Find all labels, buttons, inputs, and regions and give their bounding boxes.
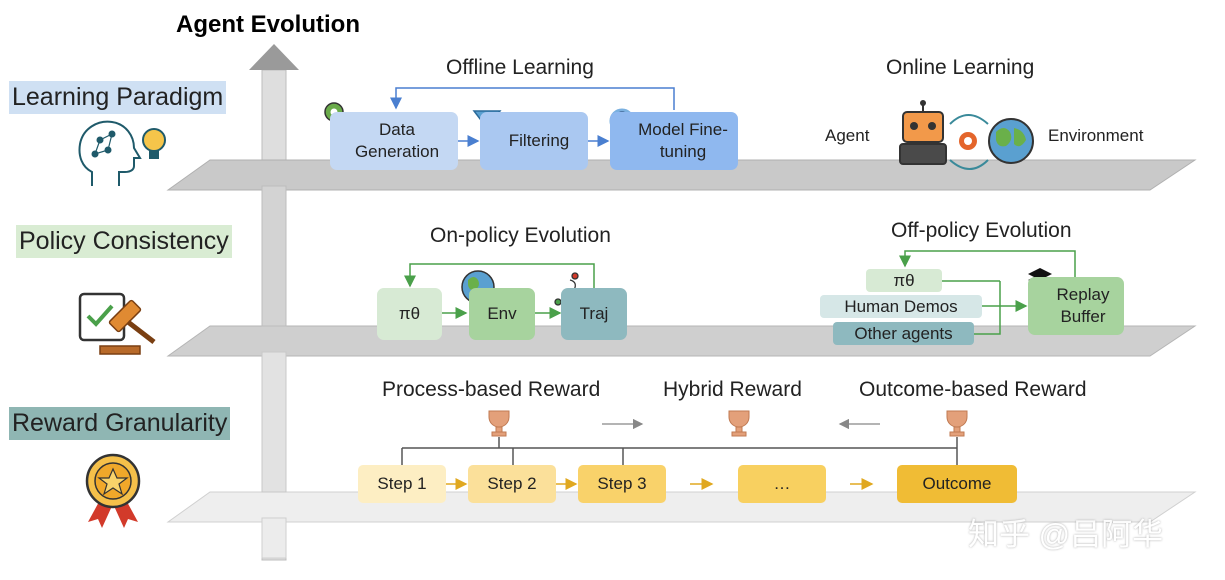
outcome-reward-title: Outcome-based Reward	[859, 378, 1087, 401]
brain-head-icon	[78, 120, 142, 186]
trophy-icon	[728, 410, 750, 437]
traj-node: Traj	[561, 288, 627, 340]
replay-buffer-box: Replay Buffer	[1028, 277, 1124, 335]
filtering-box: Filtering	[480, 112, 588, 170]
level-label-reward: Reward Granularity	[9, 407, 231, 440]
level-label-policy: Policy Consistency	[16, 225, 232, 258]
checklist-gavel-icon	[78, 292, 156, 355]
environment-label: Environment	[1048, 126, 1144, 145]
medal-icon	[85, 453, 141, 528]
env-node: Env	[469, 288, 535, 340]
fine-tuning-box: Model Fine-tuning	[610, 112, 738, 170]
gear-icon	[959, 132, 977, 150]
offline-loop-arrow	[390, 87, 675, 110]
agent-label: Agent	[825, 126, 870, 145]
lightbulb-icon	[142, 128, 166, 159]
trophy-icon	[946, 410, 968, 437]
step-box: Step 2	[468, 465, 556, 503]
on-policy-title: On-policy Evolution	[430, 224, 611, 247]
hybrid-reward-title: Hybrid Reward	[663, 378, 802, 401]
online-title: Online Learning	[886, 56, 1035, 79]
watermark: 知乎 @吕阿华	[968, 517, 1164, 552]
trophy-icon	[488, 410, 510, 437]
level-label-learning: Learning Paradigm	[9, 81, 227, 114]
robot-icon	[899, 100, 947, 165]
outcome-box: Outcome	[897, 465, 1017, 503]
offline-title: Offline Learning	[446, 56, 594, 79]
step-box: …	[738, 465, 826, 503]
step-box: Step 3	[578, 465, 666, 503]
cycle-arrow-icon	[949, 114, 989, 125]
process-reward-title: Process-based Reward	[382, 378, 601, 401]
other-agents-source: Other agents	[833, 322, 974, 345]
data-generation-box: Data Generation	[330, 112, 458, 170]
globe-icon	[988, 118, 1034, 164]
step-box: Step 1	[358, 465, 446, 503]
policy-source: πθ	[866, 269, 942, 292]
human-demos-source: Human Demos	[820, 295, 982, 318]
policy-node: πθ	[377, 288, 442, 340]
reward-bracket	[401, 437, 958, 465]
cycle-arrow-icon	[949, 159, 989, 170]
diagram-title: Agent Evolution	[176, 11, 360, 38]
off-policy-title: Off-policy Evolution	[891, 219, 1072, 242]
